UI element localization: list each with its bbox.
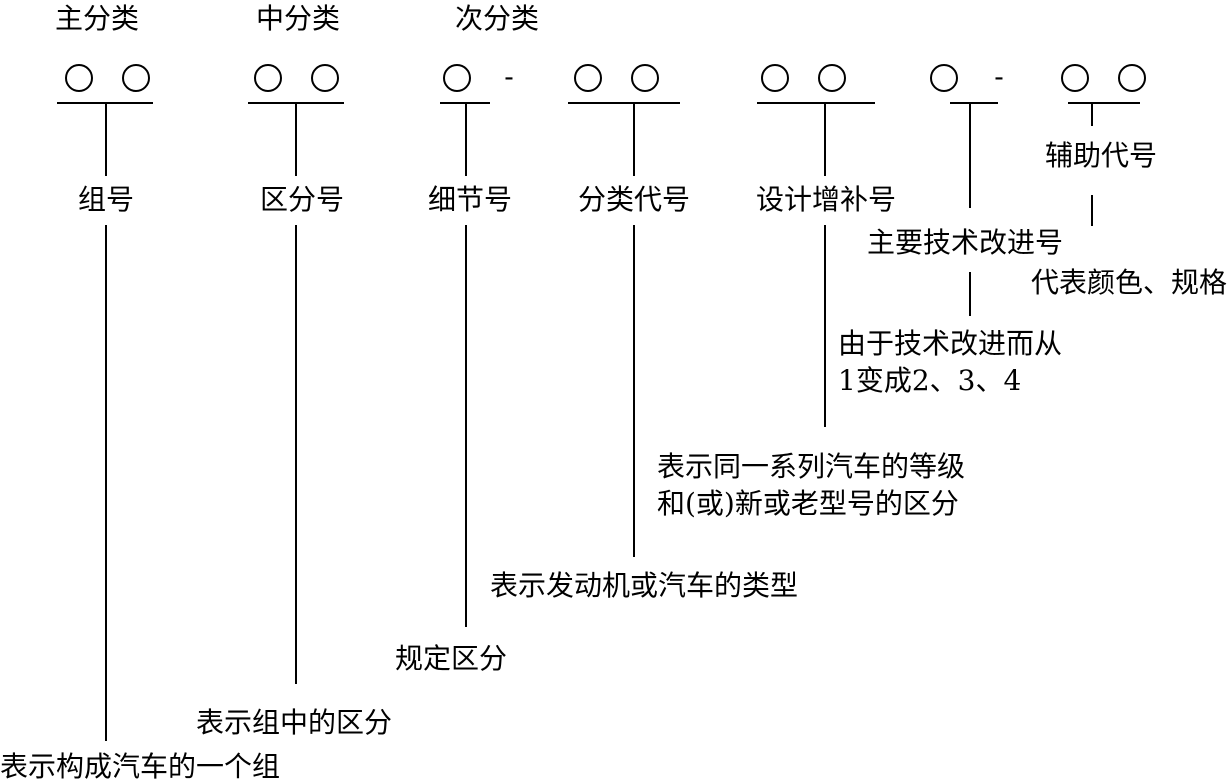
code-digit-circle xyxy=(818,64,846,92)
code-digit-circle xyxy=(254,64,282,92)
label-division-no: 区分号 xyxy=(260,183,344,216)
code-digit-circle xyxy=(930,64,958,92)
code-digit-circle xyxy=(1061,64,1089,92)
label-class-code: 分类代号 xyxy=(578,183,690,216)
desc-improvement-line1: 由于技术改进而从 xyxy=(838,327,1062,360)
label-design-supplement-no: 设计增补号 xyxy=(756,183,896,216)
code-digit-circle xyxy=(1118,64,1146,92)
desc-improvement-line2: 1变成2、3、4 xyxy=(838,364,1021,397)
desc-detail: 规定区分 xyxy=(395,642,507,675)
separator-dash: - xyxy=(994,60,1003,93)
code-digit-circle xyxy=(631,64,659,92)
code-digit-circle xyxy=(574,64,602,92)
code-digit-circle xyxy=(311,64,339,92)
separator-dash: - xyxy=(504,60,513,93)
code-digit-circle xyxy=(122,64,150,92)
label-detail-no: 细节号 xyxy=(428,183,512,216)
code-digit-circle xyxy=(65,64,93,92)
code-digit-circle xyxy=(761,64,789,92)
desc-design-line1: 表示同一系列汽车的等级 xyxy=(657,450,965,483)
label-auxiliary-code: 辅助代号 xyxy=(1045,139,1157,172)
desc-design-line2: 和(或)新或老型号的区分 xyxy=(657,487,959,520)
desc-auxiliary: 代表颜色、规格 xyxy=(1031,266,1227,299)
label-group-no: 组号 xyxy=(78,183,134,216)
desc-class: 表示发动机或汽车的类型 xyxy=(490,569,798,602)
desc-division: 表示组中的区分 xyxy=(196,706,392,739)
header-main-classification: 主分类 xyxy=(55,2,139,35)
desc-group: 表示构成汽车的一个组 xyxy=(0,750,280,783)
header-sub-classification: 次分类 xyxy=(455,2,539,35)
header-middle-classification: 中分类 xyxy=(256,2,340,35)
label-main-tech-improvement-no: 主要技术改进号 xyxy=(867,226,1063,259)
code-digit-circle xyxy=(443,64,471,92)
